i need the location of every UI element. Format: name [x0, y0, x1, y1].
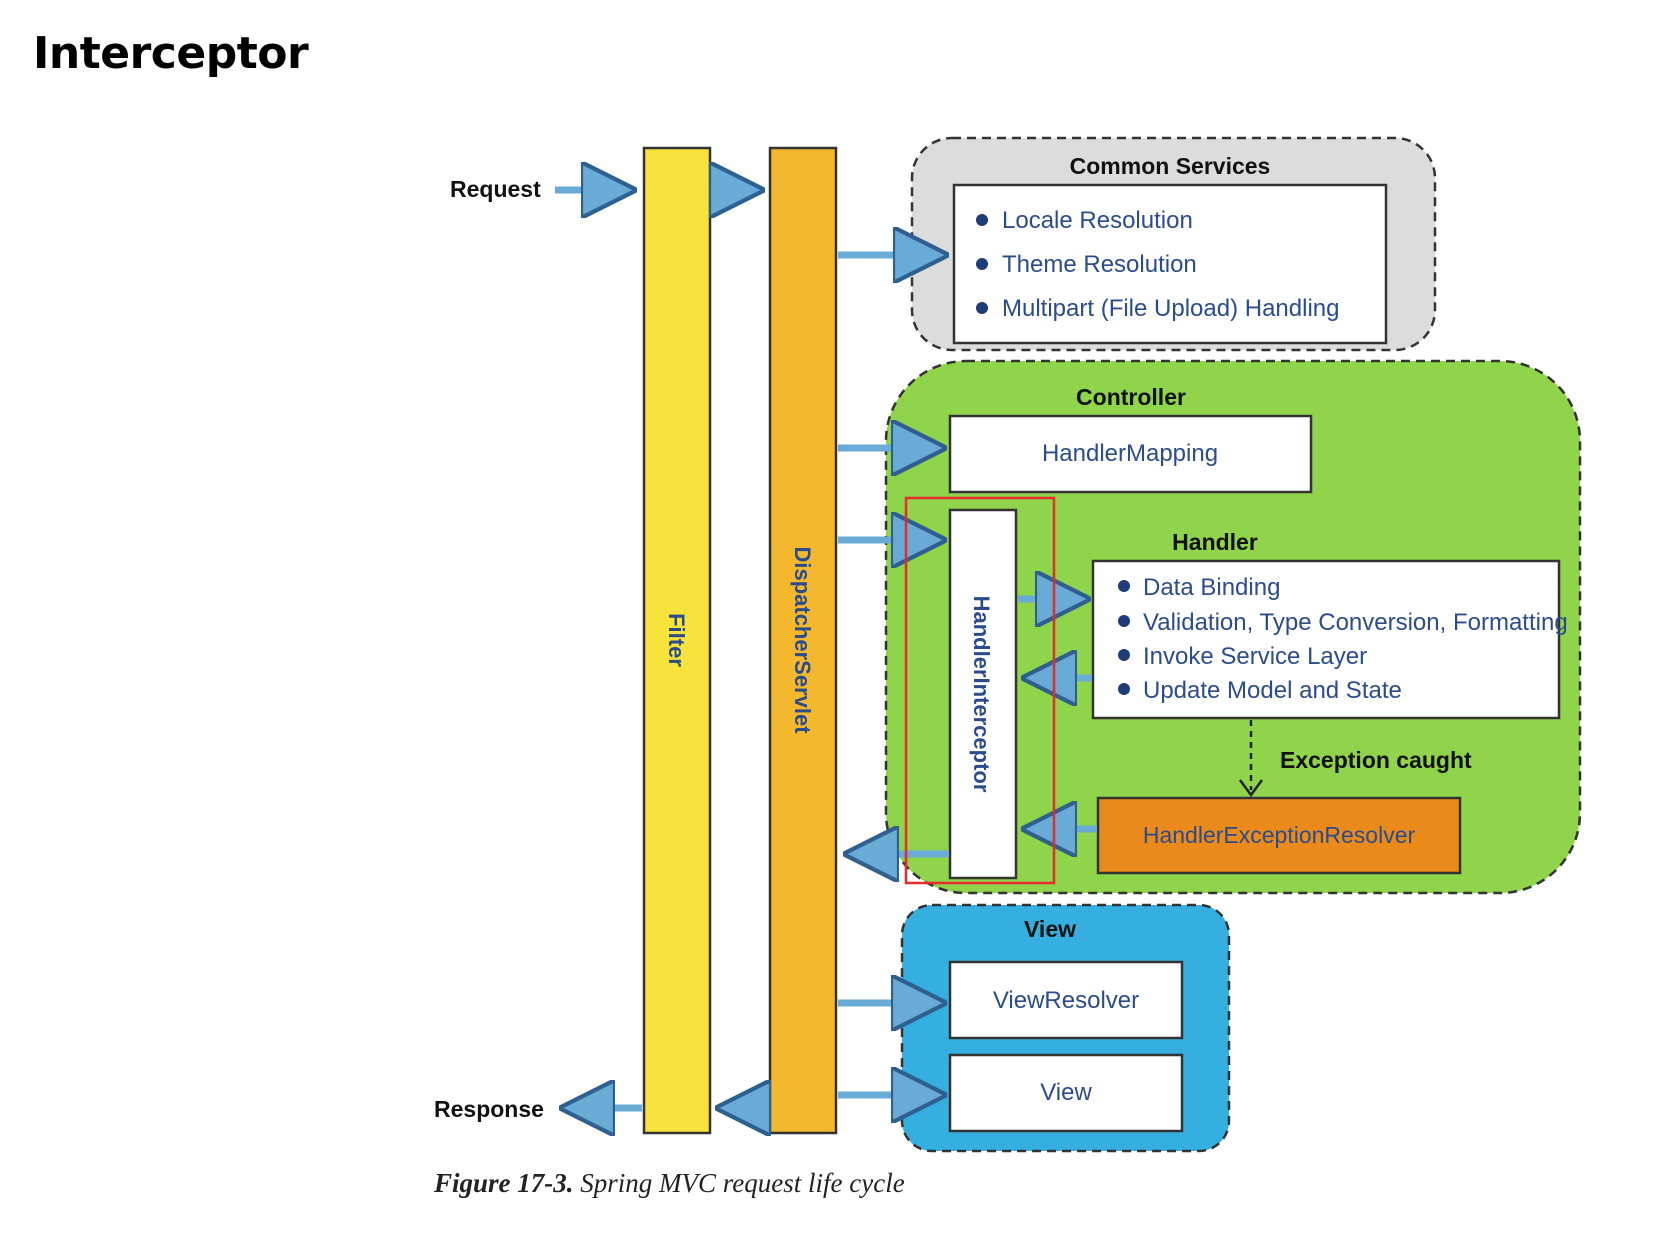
bullet-icon	[1118, 683, 1130, 695]
bullet-icon	[976, 258, 988, 270]
bullet-icon	[1118, 649, 1130, 661]
view-resolver-box	[948, 960, 1184, 1040]
filter-bar	[642, 146, 712, 1135]
interceptor-highlight-box	[904, 496, 1056, 885]
controller-title: Controller	[1076, 384, 1186, 410]
handler-mapping-box	[948, 414, 1313, 494]
common-services-item: Multipart (File Upload) Handling	[1002, 295, 1339, 322]
common-services-item: Theme Resolution	[1002, 251, 1197, 278]
common-services-title: Common Services	[1070, 153, 1271, 179]
bullet-icon	[1118, 615, 1130, 627]
handler-title: Handler	[1172, 529, 1258, 555]
handler-item: Update Model and State	[1143, 677, 1402, 704]
handler-interceptor-box	[948, 508, 1018, 880]
exception-resolver-label: HandlerExceptionResolver	[1143, 822, 1416, 848]
request-label: Request	[450, 176, 541, 202]
exception-caught-label: Exception caught	[1280, 747, 1472, 773]
figure-caption: Figure 17-3. Spring MVC request life cyc…	[434, 1168, 905, 1199]
handler-item: Data Binding	[1143, 574, 1280, 601]
bullet-icon	[976, 214, 988, 226]
figure-caption-text: Spring MVC request life cycle	[580, 1168, 905, 1198]
exception-resolver-box	[1096, 796, 1462, 875]
filter-label: Filter	[664, 613, 689, 667]
dispatcher-servlet-label: DispatcherServlet	[790, 546, 815, 734]
handler-item: Validation, Type Conversion, Formatting	[1143, 609, 1568, 636]
view-box	[948, 1053, 1184, 1133]
dispatcher-servlet-bar	[768, 146, 838, 1135]
bullet-icon	[1118, 580, 1130, 592]
handler-box	[1091, 559, 1561, 720]
figure-label: Figure 17-3.	[434, 1168, 574, 1198]
common-services-box	[952, 183, 1388, 345]
view-box-label: View	[1040, 1079, 1092, 1106]
bullet-icon	[976, 302, 988, 314]
handler-item: Invoke Service Layer	[1143, 643, 1367, 670]
common-services-item: Locale Resolution	[1002, 207, 1193, 234]
handler-interceptor-label: HandlerInterceptor	[969, 596, 994, 793]
view-title: View	[1024, 916, 1076, 942]
view-resolver-label: ViewResolver	[993, 987, 1139, 1014]
handler-mapping-label: HandlerMapping	[1042, 440, 1218, 467]
page-title: Interceptor	[33, 28, 309, 79]
return-arrows	[566, 678, 1097, 1108]
flow-arrows	[555, 190, 1084, 1095]
exception-arrowhead-icon	[1238, 779, 1264, 798]
response-label: Response	[434, 1096, 544, 1122]
